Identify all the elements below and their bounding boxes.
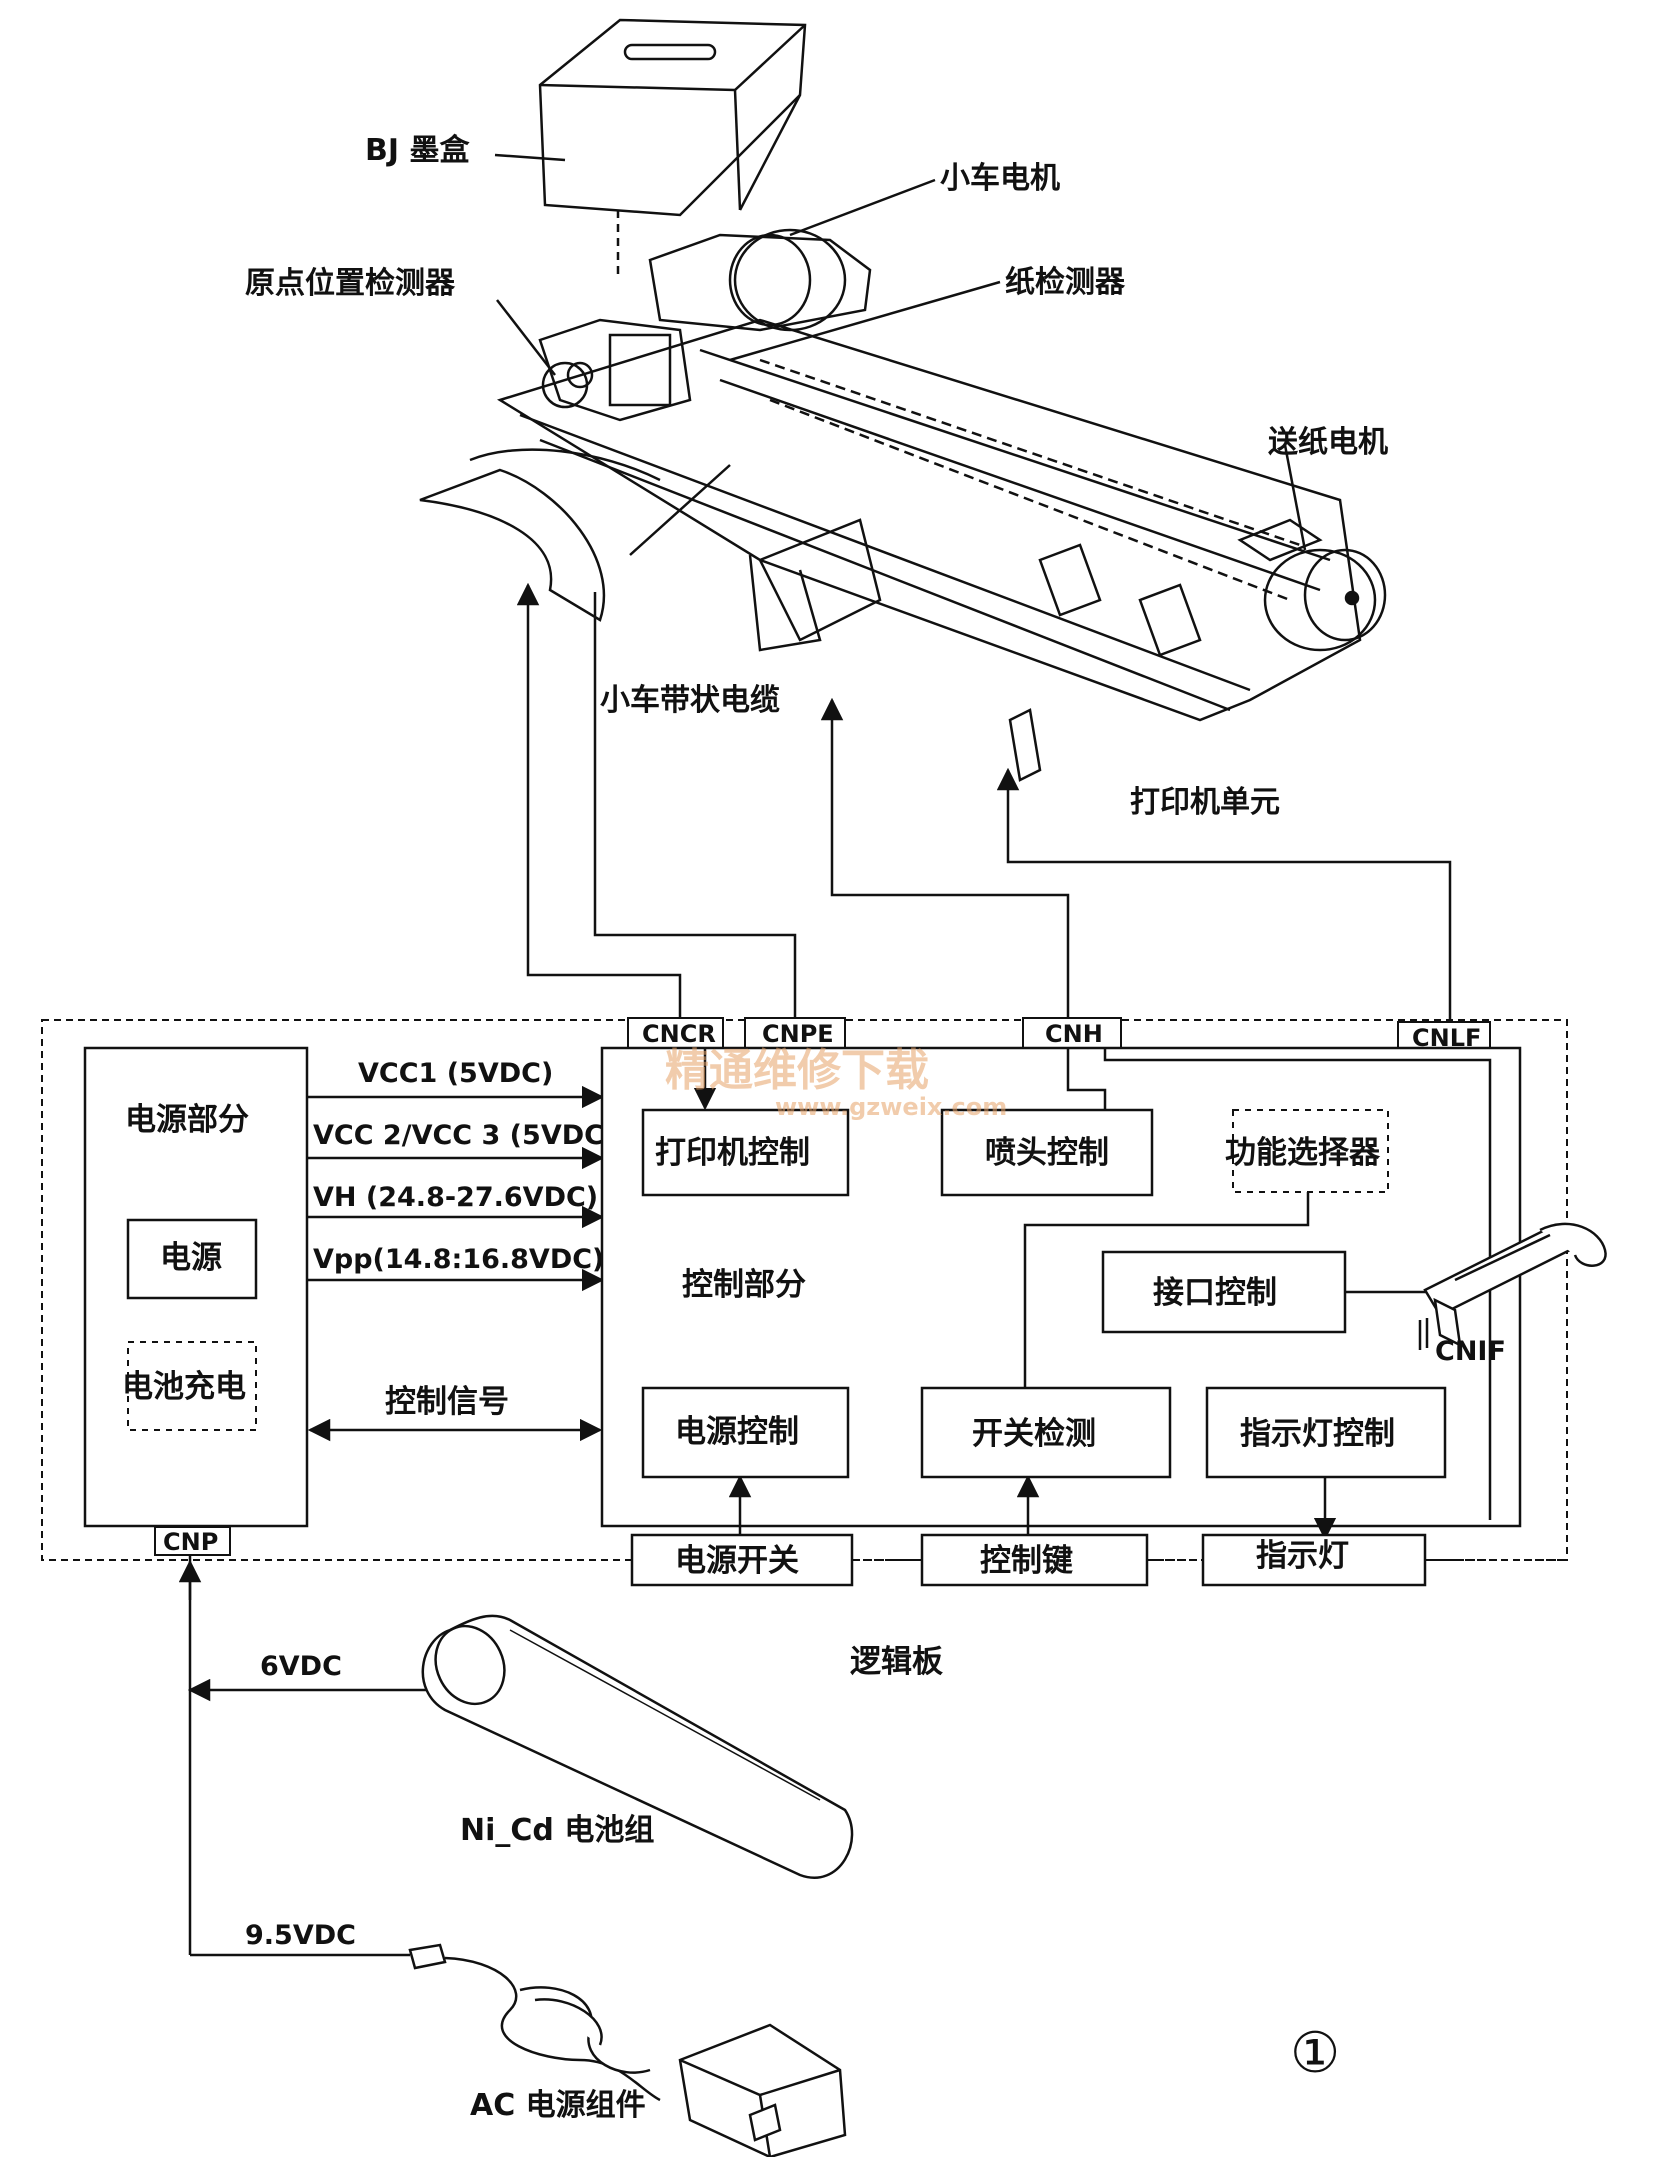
control-section-title: 控制部分: [682, 1267, 806, 1303]
ac-adapter-drawing: [408, 1943, 847, 2159]
battery-name-label: Ni_Cd 电池组: [460, 1813, 654, 1848]
interface-control-label: 接口控制: [1153, 1275, 1277, 1311]
charger-box: [127, 1341, 257, 1431]
figure-number: ①: [1290, 2021, 1340, 2086]
battery-voltage-label: 6VDC: [260, 1651, 342, 1682]
head-control-label: 喷头控制: [985, 1135, 1109, 1171]
carriage-motor-drawing: [648, 228, 872, 332]
cnif-connector-drawing: [1418, 1222, 1607, 1350]
led-control-label: 指示灯控制: [1240, 1416, 1395, 1452]
function-selector-label: 功能选择器: [1225, 1135, 1381, 1171]
power-input-wiring: [178, 1555, 445, 1957]
label-carriage-cable: 小车带状电缆: [600, 683, 780, 718]
head-control-block: [940, 1108, 1154, 1197]
label-home-sensor: 原点位置检测器: [245, 266, 456, 301]
switch-detect-block: [920, 1386, 1172, 1479]
paper-guide-drawing: [419, 448, 1042, 782]
led-control-block: [1205, 1386, 1447, 1479]
connector-cnp: [154, 1526, 231, 1556]
logic-board-label: 逻辑板: [850, 1644, 943, 1680]
line-vcc1: VCC1 (5VDC): [358, 1058, 553, 1089]
connector-cnh: [1022, 1017, 1122, 1049]
interface-control-block: [1101, 1250, 1347, 1334]
nicd-battery-drawing: [421, 1614, 854, 1879]
power-line-arrows: [307, 1085, 605, 1442]
line-vcc23: VCC 2/VCC 3 (5VDC): [313, 1120, 616, 1151]
printer-control-label: 打印机控制: [655, 1135, 810, 1171]
switch-detect-label: 开关检测: [972, 1416, 1096, 1452]
ink-cartridge-drawing: [538, 18, 807, 280]
printer-frame-drawing: [496, 318, 1362, 722]
label-paper-sensor: 纸检测器: [1005, 265, 1126, 300]
power-control-label: 电源控制: [675, 1414, 799, 1450]
connector-cnp-label: CNP: [163, 1528, 218, 1556]
printer-mechanism-illustration: [419, 18, 1387, 782]
line-vpp: Vpp(14.8:16.8VDC): [313, 1244, 604, 1275]
connector-cnpe-label: CNPE: [762, 1020, 834, 1048]
label-carriage-motor: 小车电机: [940, 161, 1060, 196]
function-selector-block: [1232, 1109, 1389, 1193]
connector-cncr-label: CNCR: [642, 1020, 716, 1048]
connector-cnh-label: CNH: [1045, 1020, 1103, 1048]
label-printer-unit: 打印机单元: [1130, 785, 1280, 820]
line-control-signal: 控制信号: [385, 1384, 509, 1420]
printer-leader-lines: [494, 153, 1307, 556]
watermark-main: 精通维修下载: [665, 1045, 929, 1096]
adapter-name-label: AC 电源组件: [470, 2088, 646, 2123]
label-ink-cartridge: BJ 墨盒: [365, 133, 470, 168]
connector-cncr: [627, 1017, 724, 1049]
power-supply-label: 电源: [160, 1240, 222, 1276]
printer-control-block: [641, 1108, 850, 1197]
power-switch-label: 电源开关: [675, 1543, 799, 1579]
power-section-title: 电源部分: [125, 1102, 249, 1138]
connector-cnpe: [744, 1017, 846, 1049]
cnif-label: CNIF: [1435, 1336, 1506, 1367]
power-control-block: [641, 1386, 850, 1479]
label-feed-motor: 送纸电机: [1268, 425, 1388, 460]
printer-connection-lines: [516, 582, 1452, 1020]
power-switch-box: [630, 1533, 854, 1587]
control-keys-label: 控制键: [980, 1543, 1073, 1579]
power-supply-box: [126, 1218, 258, 1300]
watermark-url: www.gzweix.com: [775, 1093, 1007, 1121]
adapter-voltage-label: 9.5VDC: [245, 1920, 356, 1951]
indicator-label: 指示灯: [1256, 1538, 1349, 1574]
bottom-switch-row: [630, 1533, 1427, 1587]
feed-motor-drawing: [1237, 518, 1387, 652]
charger-label: 电池充电: [122, 1369, 246, 1405]
line-vh: VH (24.8-27.6VDC): [313, 1182, 598, 1213]
control-keys-box: [920, 1533, 1149, 1587]
carriage-drawing: [538, 318, 692, 422]
